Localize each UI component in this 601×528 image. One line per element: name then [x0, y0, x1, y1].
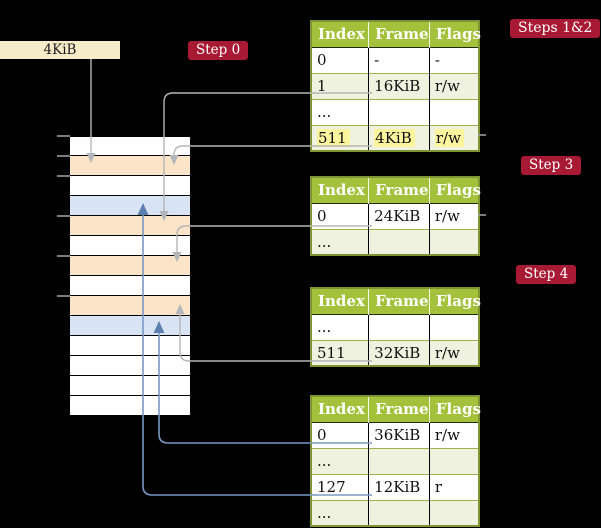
column-header-frame: Frame [368, 396, 430, 422]
memory-tick [57, 255, 70, 257]
memory-row-4 [70, 216, 190, 236]
memory-row-6 [70, 256, 190, 276]
memory-row-1 [70, 156, 190, 176]
physical-memory-column [70, 136, 190, 416]
table-cell: r/w [429, 421, 479, 448]
table-cell: 32KiB [368, 339, 430, 366]
table-cell [368, 447, 430, 474]
memory-row-10 [70, 336, 190, 356]
column-header-index: Index [311, 21, 370, 47]
table-cell: ... [311, 447, 370, 474]
frame-size-label: 4KiB [0, 41, 120, 59]
table-cell [368, 98, 430, 125]
table-cell [368, 228, 430, 255]
table-cell: - [429, 46, 479, 73]
badge-step-3: Step 3 [521, 156, 582, 175]
memory-row-2 [70, 176, 190, 196]
table-cell: 12KiB [368, 473, 430, 500]
table-cell: 511 [311, 124, 370, 151]
column-header-flags: Flags [429, 177, 481, 203]
highlighted-value: 511 [317, 128, 350, 147]
column-header-flags: Flags [429, 21, 481, 47]
memory-tick [57, 215, 70, 217]
table-cell [429, 313, 479, 340]
table-cell: ... [311, 228, 370, 255]
badge-steps-1-2: Steps 1&2 [510, 19, 601, 38]
column-header-flags: Flags [429, 396, 481, 422]
table-cell: 0 [311, 421, 370, 448]
memory-row-5 [70, 236, 190, 256]
table-cell [368, 499, 430, 526]
table-row: ... [311, 499, 479, 526]
table-cell: 16KiB [368, 72, 430, 99]
column-header-index: Index [311, 396, 370, 422]
column-header-frame: Frame [368, 177, 430, 203]
table-cell [429, 447, 479, 474]
table-cell: 24KiB [368, 202, 430, 229]
badge-step-0: Step 0 [188, 41, 249, 60]
column-header-frame: Frame [368, 288, 430, 314]
table-cell: 0 [311, 202, 370, 229]
column-header-index: Index [311, 288, 370, 314]
memory-tick [57, 135, 70, 137]
memory-row-12 [70, 376, 190, 396]
memory-row-11 [70, 356, 190, 376]
memory-row-3 [70, 196, 190, 216]
table-cell [429, 98, 479, 125]
highlighted-value: r/w [434, 128, 464, 147]
table-cell: 4KiB [368, 124, 430, 151]
table-cell: r/w [429, 202, 479, 229]
memory-row-8 [70, 296, 190, 316]
table-row: ... [311, 228, 479, 255]
table-cell: ... [311, 499, 370, 526]
table-cell: - [368, 46, 430, 73]
memory-row-7 [70, 276, 190, 296]
memory-row-0 [70, 136, 190, 156]
column-header-frame: Frame [368, 21, 430, 47]
highlighted-value: 4KiB [374, 128, 415, 147]
table-cell: 511 [311, 339, 370, 366]
memory-row-13 [70, 396, 190, 416]
memory-tick [57, 295, 70, 297]
table-cell: r/w [429, 72, 479, 99]
memory-tick [57, 155, 70, 157]
table-cell [429, 499, 479, 526]
table-row: ... [311, 447, 479, 474]
table-cell: 36KiB [368, 421, 430, 448]
table-row: 511 4KiB r/w [311, 124, 479, 151]
table-cell: 127 [311, 473, 370, 500]
table-cell: r [429, 473, 479, 500]
table-cell: 0 [311, 46, 370, 73]
table-row: ... [311, 313, 479, 340]
badge-step-4: Step 4 [516, 265, 577, 284]
table-cell: ... [311, 98, 370, 125]
memory-row-9 [70, 316, 190, 336]
memory-tick [57, 175, 70, 177]
table-cell [368, 313, 430, 340]
table-cell: ... [311, 313, 370, 340]
table-row: ... [311, 98, 479, 125]
table-cell: 1 [311, 72, 370, 99]
table-row: 0-- [311, 46, 479, 73]
column-header-index: Index [311, 177, 370, 203]
column-header-flags: Flags [429, 288, 481, 314]
table-cell: r/w [429, 124, 479, 151]
table-cell [429, 228, 479, 255]
table-cell: r/w [429, 339, 479, 366]
